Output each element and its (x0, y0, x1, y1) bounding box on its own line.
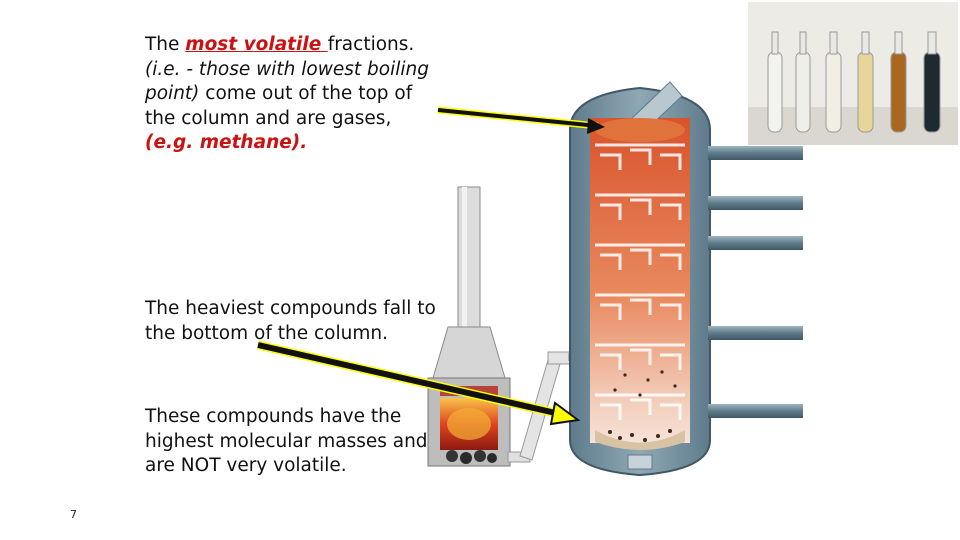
text-italic-definition: (i.e. - those with lowest boiling point) (145, 58, 429, 105)
heaviest-compounds-description: The heaviest compounds fall to the botto… (145, 298, 436, 344)
text-part: come out of the top of the column and ar… (145, 83, 413, 129)
furnace (427, 377, 511, 467)
gas-bottles-photo (748, 2, 958, 145)
distillation-column (569, 81, 711, 477)
fraction-outlet-pipes (708, 146, 803, 418)
arrow-bottom-fraction (256, 340, 581, 426)
heavy-particles (608, 370, 677, 442)
highlight-example-methane: (e.g. methane). (145, 132, 308, 153)
highlight-most-volatile: most volatile (185, 34, 328, 55)
heavy-compounds-properties: These compounds have the highest molecul… (145, 406, 428, 476)
page-number: 7 (70, 508, 77, 521)
arrow-top-fraction (437, 106, 605, 134)
text-part: fractions. (327, 34, 415, 55)
text-part: The (145, 34, 186, 55)
top-fraction-description: The most volatile fractions. (i.e. - tho… (145, 33, 445, 156)
furnace-chimney (432, 186, 506, 379)
